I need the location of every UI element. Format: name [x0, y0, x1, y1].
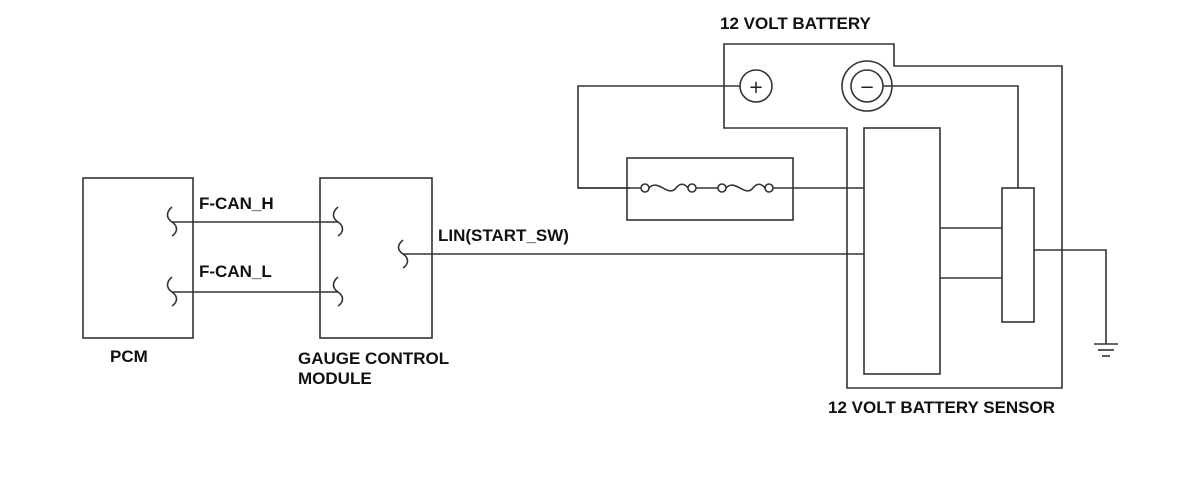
gcm-label-line1: GAUGE CONTROL	[298, 349, 449, 368]
pcm-can-l-connector-symbol	[166, 276, 178, 307]
pcm-label: PCM	[110, 347, 148, 366]
battery-and-sensor-outline	[723, 43, 1063, 389]
fuse-terminal-3-icon	[717, 183, 727, 193]
fuse-terminal-1-icon	[640, 183, 650, 193]
pcm-box	[82, 177, 194, 339]
fuse-terminal-2-icon	[687, 183, 697, 193]
gcm-can-l-connector-symbol	[332, 276, 344, 307]
gcm-label-line2: MODULE	[298, 369, 372, 388]
lin-label: LIN(START_SW)	[438, 226, 569, 245]
positive-wire	[577, 85, 740, 189]
gcm-can-h-connector-symbol	[332, 206, 344, 237]
sensor-shunt-block	[1001, 187, 1035, 323]
gcm-lin-connector-symbol	[397, 239, 409, 269]
sensor-main-block	[863, 127, 941, 375]
positive-symbol: +	[748, 77, 763, 98]
negative-symbol: −	[859, 77, 874, 98]
ground-wire	[1034, 249, 1107, 344]
fuse-link-1-icon	[648, 183, 689, 192]
battery-sensor-label: 12 VOLT BATTERY SENSOR	[828, 398, 1055, 417]
negative-wire	[883, 85, 1019, 188]
fuse-link-2-icon	[725, 183, 766, 192]
battery-label: 12 VOLT BATTERY	[720, 14, 871, 33]
f-can-l-label: F-CAN_L	[199, 262, 272, 281]
f-can-h-label: F-CAN_H	[199, 194, 274, 213]
gauge-control-module-box	[319, 177, 433, 339]
fuse-box	[626, 157, 794, 221]
pcm-can-h-connector-symbol	[166, 206, 178, 237]
fuse-terminal-4-icon	[764, 183, 774, 193]
